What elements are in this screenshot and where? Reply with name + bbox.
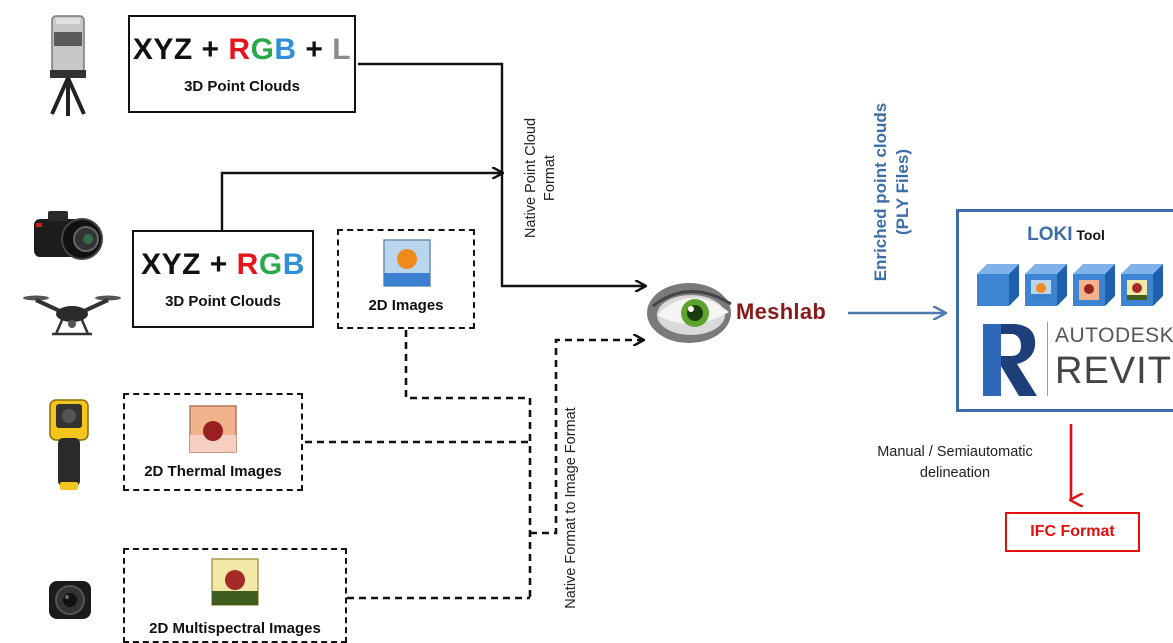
b-letter: B: [282, 248, 305, 281]
loki-name: LOKI: [1027, 224, 1073, 245]
revit-logo-icon: [983, 324, 1037, 396]
thermal-images-label: 2D Thermal Images: [144, 463, 282, 480]
loki-divider: [1047, 322, 1048, 396]
laser-scanner-icon: [50, 15, 86, 116]
xyz-text: XYZ +: [141, 248, 237, 281]
loki-title: LOKI Tool: [959, 224, 1173, 246]
l-letter: L: [332, 33, 352, 66]
meshlab-label: Meshlab: [736, 299, 827, 324]
dashed-2d-images: [404, 330, 530, 400]
plus-text: +: [296, 33, 333, 66]
b-letter: B: [274, 33, 297, 66]
line-camera-to-pointcloud: [220, 173, 502, 232]
photo-pointcloud-subtitle: 3D Point Clouds: [165, 293, 281, 310]
image-icon: [383, 239, 431, 287]
drone-icon: [23, 295, 121, 336]
multispectral-images-box: 2D Multispectral Images: [123, 548, 347, 643]
2d-images-box: 2D Images: [337, 229, 475, 329]
meshlab-eye-icon: [647, 283, 732, 343]
manual-line1: Manual / Semiautomatic: [877, 444, 1033, 460]
2d-images-label: 2D Images: [368, 297, 444, 314]
thermal-camera-icon: [49, 399, 89, 490]
photo-pointcloud-box: XYZ + RGB 3D Point Clouds: [132, 230, 314, 328]
native-point-cloud-line2: Format: [542, 155, 558, 201]
ifc-format-box: IFC Format: [1005, 512, 1140, 552]
enriched-point-clouds-label: Enriched point clouds (PLY Files): [870, 84, 914, 300]
native-to-image-label: Native Format to Image Format: [562, 378, 581, 638]
enriched-line2: (PLY Files): [893, 149, 912, 235]
camera-icon: [34, 211, 103, 260]
r-letter: R: [236, 248, 259, 281]
g-letter: G: [258, 248, 283, 281]
native-point-cloud-label: Native Point Cloud Format: [522, 98, 560, 258]
manual-line2: delineation: [919, 465, 991, 481]
thermal-images-box: 2D Thermal Images: [123, 393, 303, 491]
g-letter: G: [250, 33, 275, 66]
multispectral-image-icon: [211, 558, 259, 606]
revit-label: REVIT: [1055, 350, 1172, 392]
ifc-format-label: IFC Format: [1030, 523, 1115, 540]
enriched-line1: Enriched point clouds: [871, 102, 890, 282]
native-to-image-text: Native Format to Image Format: [563, 407, 579, 609]
native-point-cloud-line1: Native Point Cloud: [523, 117, 539, 239]
loki-tool-panel: LOKI Tool AUTODESK REVIT: [956, 209, 1173, 412]
autodesk-label: AUTODESK: [1055, 324, 1173, 347]
multispectral-camera-icon: [49, 581, 91, 619]
dashed-to-meshlab: [530, 340, 643, 535]
loki-cubes-icon: [977, 264, 1163, 306]
thermal-image-icon: [189, 405, 237, 453]
laser-pointcloud-box: XYZ + RGB + L 3D Point Clouds: [128, 15, 356, 113]
manual-delineation-label: Manual / Semiautomatic delineation: [855, 442, 1055, 484]
xyz-text: XYZ +: [132, 33, 229, 66]
loki-tool-word: Tool: [1072, 227, 1105, 243]
multispectral-images-label: 2D Multispectral Images: [149, 620, 321, 637]
laser-pointcloud-subtitle: 3D Point Clouds: [184, 78, 300, 95]
r-letter: R: [228, 33, 251, 66]
